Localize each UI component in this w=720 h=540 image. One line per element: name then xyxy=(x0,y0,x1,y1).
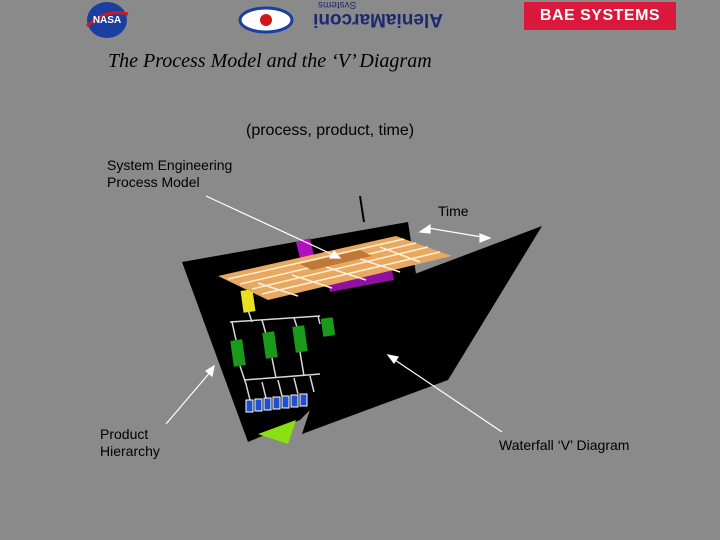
time-axis-marker xyxy=(360,196,364,222)
system-engineering-label: System Engineering Process Model xyxy=(107,157,232,191)
waterfall-v-label: Waterfall ‘V’ Diagram xyxy=(499,437,629,454)
product-hierarchy-label: Product Hierarchy xyxy=(100,426,160,460)
time-label: Time xyxy=(438,203,469,220)
system-engineering-label-line2: Process Model xyxy=(107,174,232,191)
product-hierarchy-label-line1: Product xyxy=(100,426,160,443)
system-engineering-label-line1: System Engineering xyxy=(107,157,232,174)
product-hierarchy-label-line2: Hierarchy xyxy=(100,443,160,460)
